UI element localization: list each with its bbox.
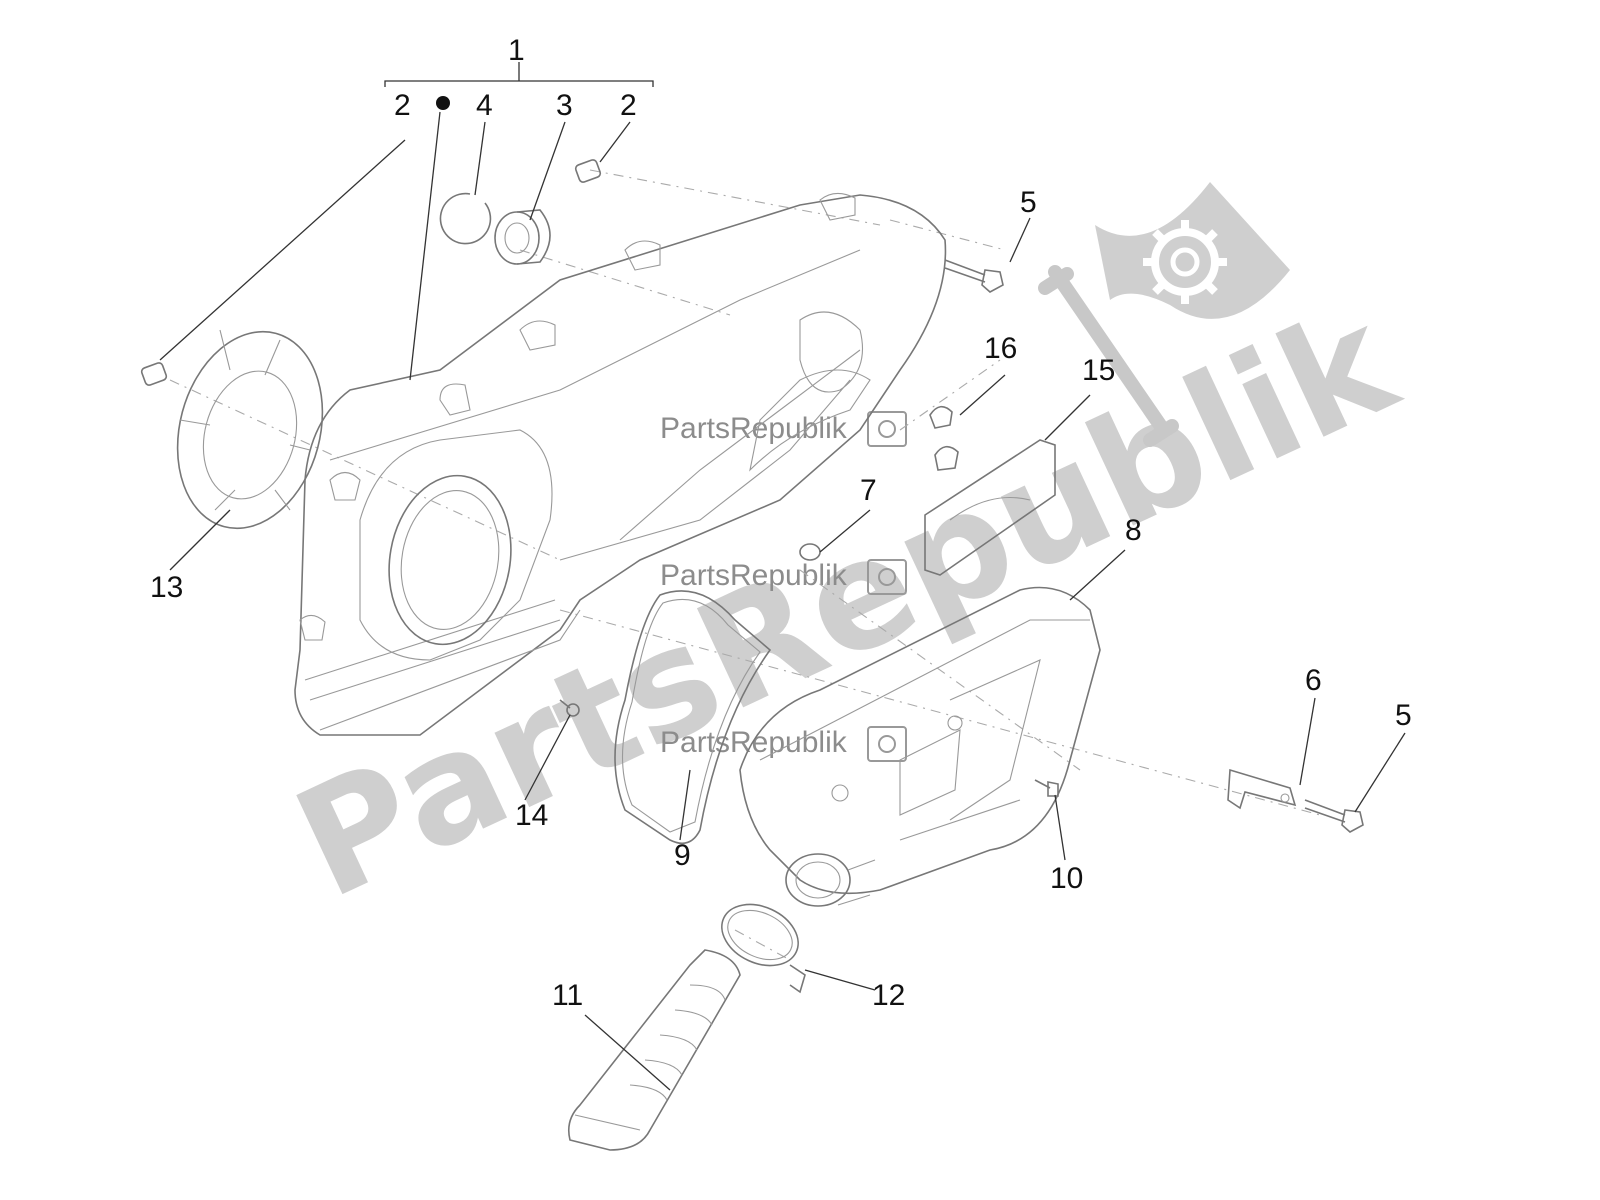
watermark-gear-icon-3 <box>867 726 907 762</box>
callout-5-lower: 5 <box>1395 699 1412 732</box>
callout-1: 1 <box>508 34 525 67</box>
callout-2-left: 2 <box>394 89 411 122</box>
callout-4: 4 <box>476 89 493 122</box>
intake-hose <box>567 949 741 1151</box>
callout-13: 13 <box>150 571 183 604</box>
crankcase-cover <box>294 192 947 736</box>
dowel-pin-right <box>574 159 602 183</box>
watermark-small-2: PartsRepublik <box>660 559 848 592</box>
badge-plate <box>924 439 1056 576</box>
callout-8: 8 <box>1125 514 1142 547</box>
assembly-axis-lines <box>169 169 1321 961</box>
callout-2-right: 2 <box>620 89 637 122</box>
callout-7: 7 <box>860 474 877 507</box>
watermark-small-1: PartsRepublik <box>660 412 848 445</box>
callout-6: 6 <box>1305 664 1322 697</box>
callout-14: 14 <box>515 799 548 832</box>
watermark-gear-icon-1 <box>867 411 907 447</box>
callout-16: 16 <box>984 332 1017 365</box>
hose-clamp <box>721 903 806 994</box>
callout-labels: 1 2 4 3 2 5 16 15 7 8 13 6 5 14 9 10 11 … <box>150 34 1412 1012</box>
callout-5-upper: 5 <box>1020 186 1037 219</box>
callout-9: 9 <box>674 839 691 872</box>
callout-10: 10 <box>1050 862 1083 895</box>
callout-12: 12 <box>872 979 905 1012</box>
screw-10 <box>1034 779 1059 797</box>
callout-11: 11 <box>552 979 583 1012</box>
bolt-lower <box>1304 799 1364 833</box>
gear-flag-icon <box>1038 182 1290 447</box>
callout-3: 3 <box>556 89 573 122</box>
bracket <box>1227 768 1297 810</box>
leader-lines <box>159 62 1406 1091</box>
bearing <box>494 209 551 265</box>
circlip <box>439 192 492 245</box>
watermark-gear-icon-2 <box>867 559 907 595</box>
vent-cover <box>176 329 324 530</box>
gasket <box>614 590 772 845</box>
watermark: PartsRepublik PartsRepublik PartsRepubli… <box>272 182 1421 933</box>
bullet-marker <box>436 96 450 110</box>
caps-16 <box>929 405 959 471</box>
screw-14 <box>559 699 580 717</box>
air-filter-box <box>739 586 1101 907</box>
watermark-small-3: PartsRepublik <box>660 726 848 759</box>
dowel-pin-left <box>140 362 168 386</box>
bolt-upper <box>944 259 1004 293</box>
callout-15: 15 <box>1082 354 1115 387</box>
